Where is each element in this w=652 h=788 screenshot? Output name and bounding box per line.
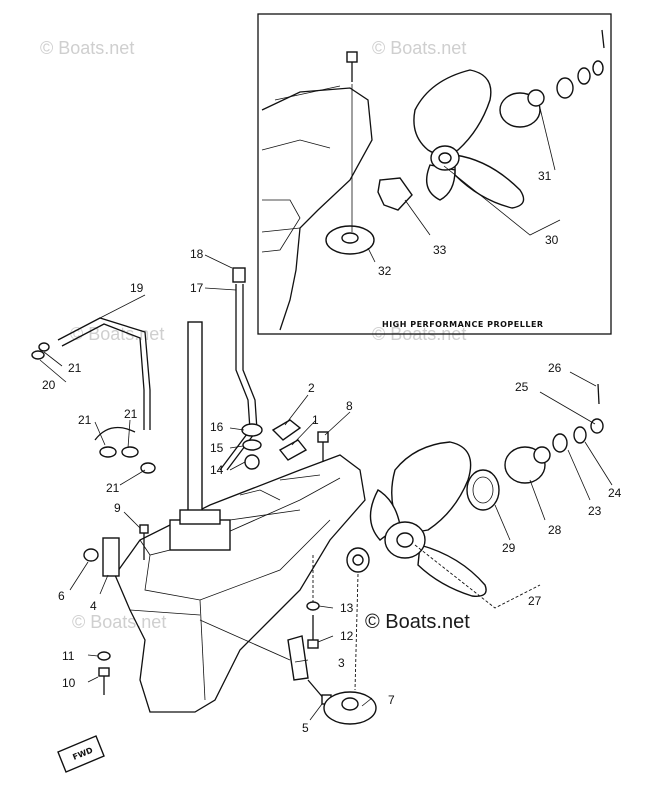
bolt-8 — [317, 431, 329, 462]
callout-12: 12 — [340, 629, 354, 643]
cover-plate-4 — [102, 537, 120, 577]
spacer-28 — [504, 446, 551, 484]
callout-18: 18 — [190, 247, 204, 261]
callout-31: 31 — [538, 169, 552, 183]
callout-6: 6 — [58, 589, 65, 603]
thrust-washer — [346, 547, 370, 573]
inset-frame — [257, 13, 612, 335]
callout-24: 24 — [608, 486, 622, 500]
callout-3: 3 — [338, 656, 345, 670]
callout-28: 28 — [548, 523, 562, 537]
watermark-lower-left: © Boats.net — [72, 612, 166, 632]
inset-anode-32 — [325, 225, 375, 255]
callout-21-c: 21 — [124, 407, 138, 421]
callout-5: 5 — [302, 721, 309, 735]
callout-21-d: 21 — [106, 481, 120, 495]
callout-20: 20 — [42, 378, 56, 392]
inset-hardware — [556, 29, 605, 99]
callout-26: 26 — [548, 361, 562, 375]
callout-32: 32 — [378, 264, 392, 278]
callout-9: 9 — [114, 501, 121, 515]
callout-21-a: 21 — [68, 361, 82, 375]
grommets — [241, 423, 263, 470]
anode-7 — [323, 691, 377, 725]
callout-21-b: 21 — [78, 413, 92, 427]
washer-23 — [552, 433, 568, 453]
fwd-arrow: FWD — [57, 735, 105, 773]
nut-6 — [83, 548, 99, 562]
callout-29: 29 — [502, 541, 516, 555]
callout-23: 23 — [588, 504, 602, 518]
callout-7: 7 — [388, 693, 395, 707]
callout-33: 33 — [433, 243, 447, 257]
nut-25 — [590, 418, 604, 434]
inset-bolt — [346, 51, 358, 82]
bolt-9 — [139, 524, 149, 560]
callout-4: 4 — [90, 599, 97, 613]
callout-8: 8 — [346, 399, 353, 413]
inset-propeller — [413, 69, 525, 209]
callout-27: 27 — [528, 594, 542, 608]
inset-caption: HIGH PERFORMANCE PROPELLER — [382, 320, 544, 329]
inset-lower-unit — [261, 85, 373, 331]
callout-10: 10 — [62, 676, 76, 690]
callout-1: 1 — [312, 413, 319, 427]
callout-14: 14 — [210, 463, 224, 477]
nut-24 — [573, 426, 587, 444]
inset-thrust-washer-33 — [377, 177, 413, 211]
bolt-10 — [97, 651, 111, 695]
watermark-top-left: © Boats.net — [40, 38, 134, 58]
callout-19: 19 — [130, 281, 144, 295]
callout-16: 16 — [210, 420, 224, 434]
callout-30: 30 — [545, 233, 559, 247]
watermark-top-right: © Boats.net — [372, 38, 466, 58]
spacer-29 — [466, 469, 500, 511]
callout-15: 15 — [210, 441, 224, 455]
watermark-lower-right: © Boats.net — [365, 611, 470, 633]
shift-rod-19 — [57, 317, 151, 430]
callout-17: 17 — [190, 281, 204, 295]
drive-shaft — [169, 321, 231, 551]
trim-tab-3 — [287, 635, 309, 681]
lower-unit-housing — [114, 454, 366, 713]
bolt-12 — [306, 601, 320, 649]
cotter-pin-26 — [597, 383, 600, 405]
propeller-27 — [369, 441, 487, 597]
inset-spacer — [499, 89, 545, 128]
callout-13: 13 — [340, 601, 354, 615]
callout-11: 11 — [62, 649, 75, 663]
callout-2: 2 — [308, 381, 315, 395]
bracket-2 — [271, 419, 308, 461]
callout-25: 25 — [515, 380, 529, 394]
